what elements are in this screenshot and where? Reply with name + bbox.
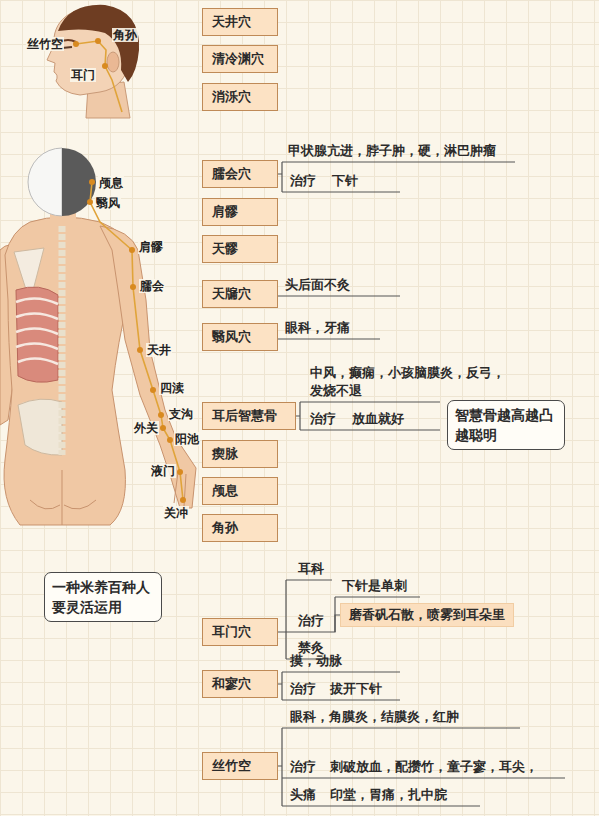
point-label: 翳风 bbox=[95, 196, 121, 210]
note-text: 治疗 bbox=[290, 680, 316, 698]
right-arm bbox=[100, 226, 196, 508]
point-dot bbox=[102, 63, 108, 69]
node-text: 臑会穴 bbox=[212, 166, 251, 181]
back-figure bbox=[0, 148, 196, 525]
note-text: 刺破放血，配攒竹，童子寥，耳尖， bbox=[330, 758, 562, 776]
meridian-line bbox=[90, 182, 183, 500]
point-label: 外关 bbox=[133, 421, 159, 435]
point-box: 肩髎 bbox=[202, 198, 278, 226]
point-label: 丝竹空 bbox=[26, 37, 64, 51]
point-label: 四渎 bbox=[159, 381, 185, 395]
point-box: 消泺穴 bbox=[202, 83, 278, 111]
point-dot bbox=[95, 38, 101, 44]
point-box: 瘈脉 bbox=[202, 440, 278, 468]
note-text: 甲状腺亢进，脖子肿，硬，淋巴肿瘤 bbox=[288, 142, 510, 160]
point-label: 支沟 bbox=[168, 407, 194, 421]
note-text: 下针 bbox=[332, 172, 358, 190]
node-text: 消泺穴 bbox=[212, 89, 251, 104]
note-text: 治疗 bbox=[298, 612, 324, 630]
point-box: 颅息 bbox=[202, 477, 278, 505]
point-label: 天井 bbox=[146, 343, 172, 357]
buttock-lines bbox=[30, 470, 96, 525]
node-text: 耳门穴 bbox=[212, 624, 251, 639]
point-box: 天髎 bbox=[202, 235, 278, 263]
note-text: 摸，动脉 bbox=[290, 652, 342, 670]
note-text: 眼科，角膜炎，结膜炎，红肿 bbox=[290, 708, 459, 726]
node-text: 翳风穴 bbox=[212, 329, 251, 344]
skull-half bbox=[28, 148, 62, 216]
note-text: 治疗 bbox=[310, 410, 336, 428]
node-text: 丝竹空 bbox=[212, 758, 251, 773]
node-text: 天髎 bbox=[212, 241, 238, 256]
note-box: 一种米养百种人要灵活运用 bbox=[44, 572, 162, 622]
note-text: 印堂，胃痛，扎中脘 bbox=[330, 786, 447, 804]
point-label: 关冲 bbox=[163, 506, 189, 520]
highlight-box: 磨香矾石散，喷雾到耳朵里 bbox=[340, 603, 514, 627]
point-dot bbox=[73, 41, 79, 47]
ear bbox=[107, 52, 119, 72]
point-box: 清冷渊穴 bbox=[202, 45, 278, 73]
point-label: 颅息 bbox=[98, 176, 124, 190]
note-text: 拔开下针 bbox=[330, 680, 382, 698]
point-box: 和寥穴 bbox=[202, 670, 278, 698]
note-text: 头后面不灸 bbox=[285, 276, 350, 294]
node-text: 角孙 bbox=[212, 520, 238, 535]
point-label: 臑会 bbox=[139, 279, 165, 293]
note-text: 中风，癫痫，小孩脑膜炎，反弓，发烧不退 bbox=[310, 364, 515, 400]
node-text: 颅息 bbox=[212, 483, 238, 498]
node-text: 清冷渊穴 bbox=[212, 51, 264, 66]
branch-lines bbox=[278, 162, 565, 806]
point-box: 天井穴 bbox=[202, 8, 278, 36]
node-text: 天牖穴 bbox=[212, 286, 251, 301]
note-text: 放血就好 bbox=[352, 410, 404, 428]
note-text: 耳科 bbox=[298, 560, 324, 578]
point-label: 耳门 bbox=[70, 68, 96, 82]
point-box: 角孙 bbox=[202, 514, 278, 542]
point-box: 臑会穴 bbox=[202, 160, 278, 188]
point-dots bbox=[87, 179, 186, 503]
point-label: 角孙 bbox=[112, 28, 138, 42]
point-box: 丝竹空 bbox=[202, 752, 278, 780]
point-box: 耳后智慧骨 bbox=[202, 402, 296, 430]
note-text: 治疗 bbox=[290, 758, 316, 776]
point-label: 肩髎 bbox=[138, 240, 164, 254]
point-box: 翳风穴 bbox=[202, 323, 278, 351]
head-half bbox=[62, 148, 96, 216]
node-text: 磨香矾石散，喷雾到耳朵里 bbox=[349, 607, 505, 622]
lung bbox=[16, 287, 58, 382]
ribs bbox=[16, 298, 58, 364]
point-label: 阳池 bbox=[174, 432, 200, 446]
note-box: 智慧骨越高越凸越聪明 bbox=[447, 400, 565, 450]
note-text: 治疗 bbox=[290, 172, 316, 190]
spine bbox=[59, 218, 66, 455]
node-text: 耳后智慧骨 bbox=[212, 408, 277, 423]
hair bbox=[58, 5, 139, 82]
node-text: 瘈脉 bbox=[212, 446, 238, 461]
node-text: 天井穴 bbox=[212, 14, 251, 29]
node-text: 智慧骨越高越凸越聪明 bbox=[455, 407, 553, 443]
note-text: 下针是单刺 bbox=[342, 577, 407, 595]
point-box: 耳门穴 bbox=[202, 618, 278, 646]
note-text: 眼科，牙痛 bbox=[285, 319, 350, 337]
node-text: 和寥穴 bbox=[212, 676, 251, 691]
note-text: 头痛 bbox=[290, 786, 316, 804]
head-profile bbox=[47, 5, 139, 118]
node-text: 肩髎 bbox=[212, 204, 238, 219]
pelvis bbox=[18, 399, 62, 455]
point-box: 天牖穴 bbox=[202, 280, 278, 308]
point-label: 液门 bbox=[150, 464, 176, 478]
node-text: 一种米养百种人要灵活运用 bbox=[52, 579, 150, 615]
